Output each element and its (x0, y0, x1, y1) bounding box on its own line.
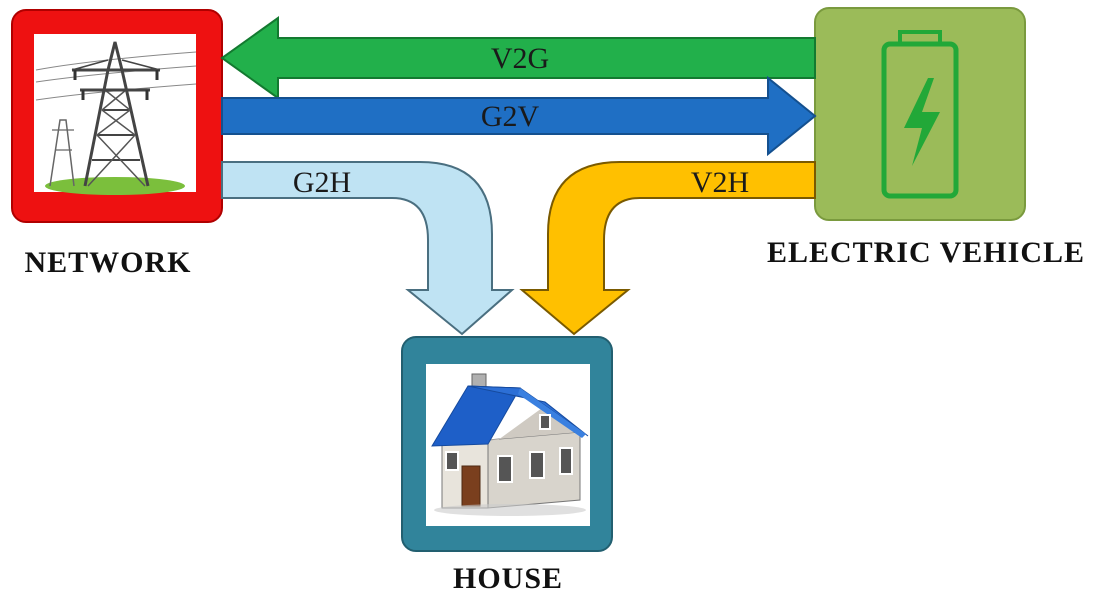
house-node (401, 336, 613, 552)
vehicle-label: ELECTRIC VEHICLE (767, 236, 1085, 269)
g2v-arrow: G2V (221, 75, 817, 157)
g2v-label: G2V (481, 100, 540, 133)
v2g-arrow: V2G (220, 16, 816, 100)
g2h-arrow: G2H (221, 161, 515, 336)
g2h-label: G2H (293, 166, 351, 199)
vehicle-node (814, 7, 1026, 221)
battery-charging-icon (881, 30, 959, 199)
v2h-label: V2H (691, 166, 749, 199)
v2h-arrow: V2H (519, 161, 816, 336)
power-tower-icon (35, 41, 197, 195)
v2g-label: V2G (491, 42, 549, 75)
network-node (11, 9, 223, 223)
house-label: HOUSE (453, 562, 563, 595)
house-icon (431, 373, 589, 516)
network-label: NETWORK (24, 246, 191, 279)
